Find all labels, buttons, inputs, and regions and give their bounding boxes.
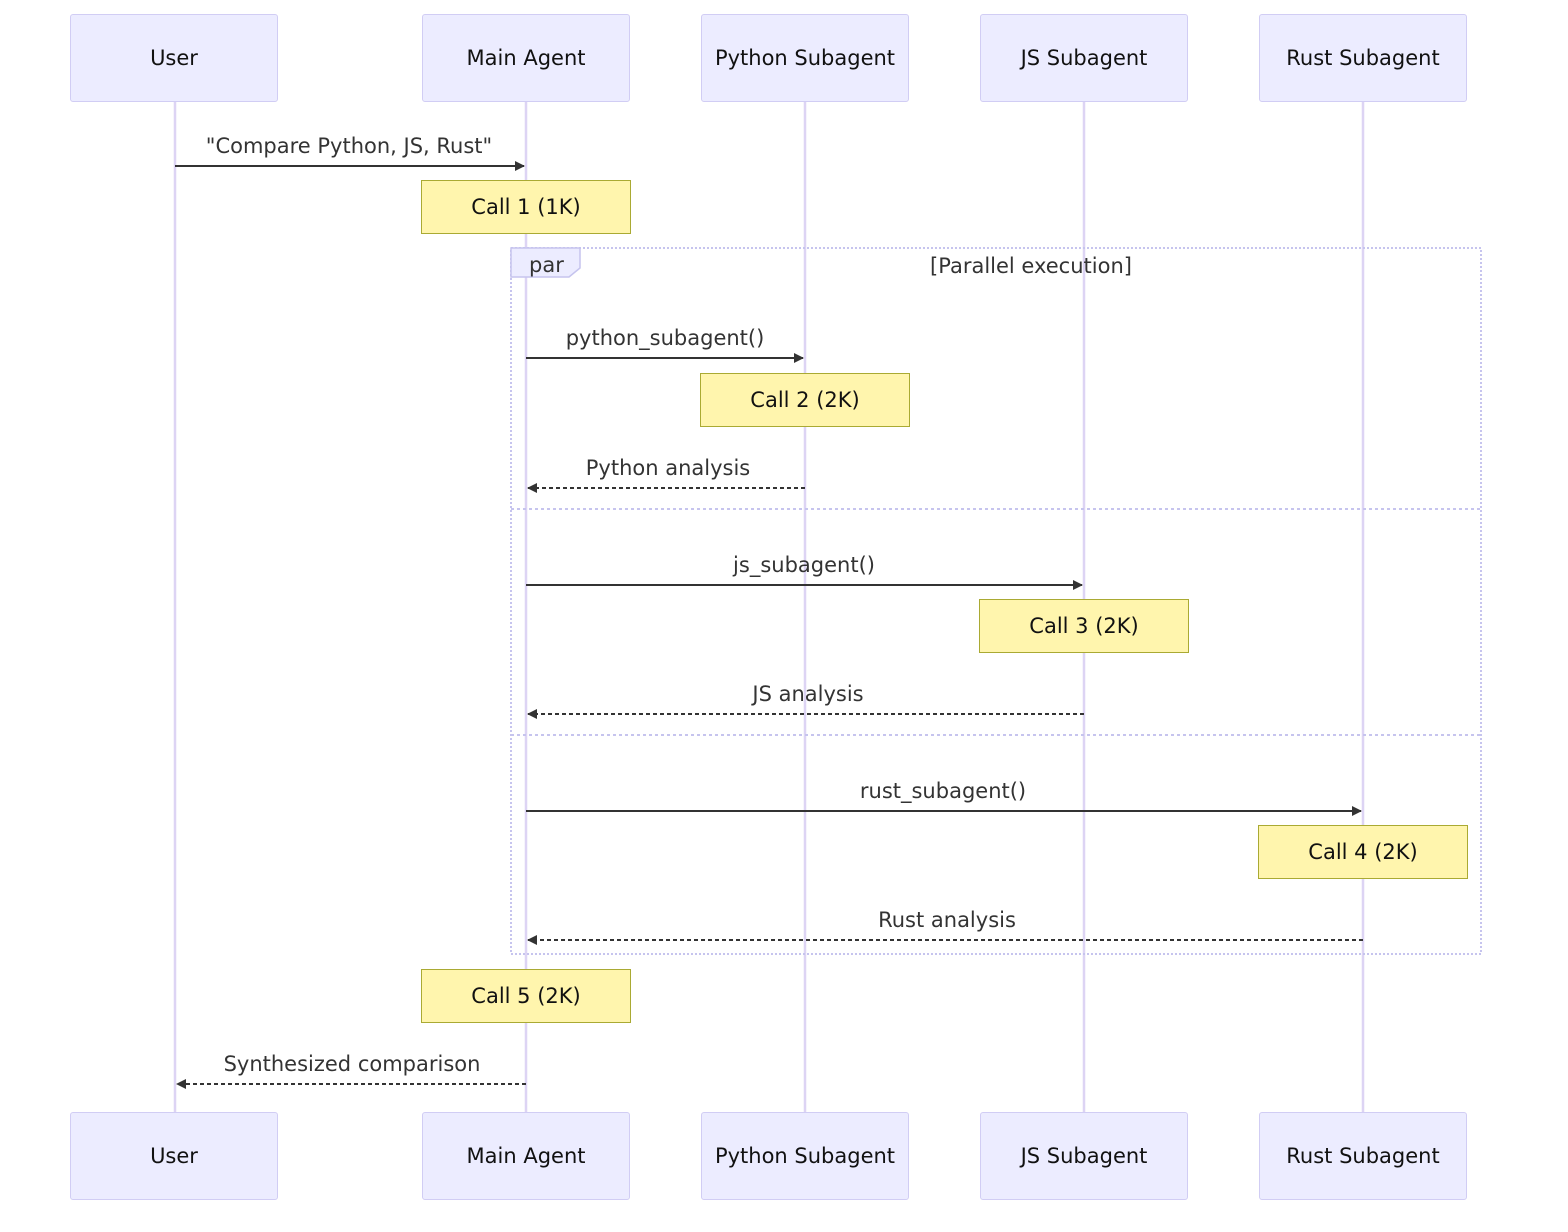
actor-python-subagent-top: Python Subagent	[701, 14, 909, 102]
message-label-js-call: js_subagent()	[732, 553, 875, 578]
par-fragment: par [Parallel execution]	[510, 247, 1482, 955]
message-label-request: "Compare Python, JS, Rust"	[206, 134, 492, 158]
actor-label: JS Subagent	[1020, 1144, 1148, 1168]
actor-label: Python Subagent	[714, 46, 896, 70]
par-fragment-frame	[510, 247, 1482, 955]
message-labels: "Compare Python, JS, Rust" python_subage…	[206, 134, 1026, 1076]
note-call-5: Call 5 (2K)	[421, 969, 631, 1023]
actor-label: User	[150, 1144, 198, 1168]
actor-main-agent-bottom: Main Agent	[422, 1112, 630, 1200]
par-condition: [Parallel execution]	[930, 254, 1132, 278]
actor-label: Python Subagent	[714, 1144, 896, 1168]
actor-label: Main Agent	[466, 1144, 586, 1168]
note-call-3: Call 3 (2K)	[979, 599, 1189, 653]
message-label-rust-call: rust_subagent()	[860, 779, 1026, 804]
message-label-js-return: JS analysis	[750, 682, 863, 706]
actor-main-agent-top: Main Agent	[422, 14, 630, 102]
par-keyword: par	[529, 253, 564, 277]
note-call-1: Call 1 (1K)	[421, 180, 631, 234]
actor-js-subagent-bottom: JS Subagent	[980, 1112, 1188, 1200]
actor-label: Main Agent	[466, 46, 586, 70]
messages	[175, 161, 1363, 1089]
actor-js-subagent-top: JS Subagent	[980, 14, 1188, 102]
message-label-rust-return: Rust analysis	[878, 908, 1016, 932]
note-label: Call 1 (1K)	[471, 195, 581, 219]
note-label: Call 4 (2K)	[1308, 840, 1418, 864]
note-label: Call 5 (2K)	[471, 984, 581, 1008]
actor-python-subagent-bottom: Python Subagent	[701, 1112, 909, 1200]
message-label-python-return: Python analysis	[586, 456, 751, 480]
actor-user-bottom: User	[70, 1112, 278, 1200]
note-call-2: Call 2 (2K)	[700, 373, 910, 427]
par-fragment-label-box	[510, 247, 581, 278]
note-label: Call 2 (2K)	[750, 388, 860, 412]
message-label-final-response: Synthesized comparison	[224, 1052, 481, 1076]
note-label: Call 3 (2K)	[1029, 614, 1139, 638]
actor-label: User	[150, 46, 198, 70]
note-call-4: Call 4 (2K)	[1258, 825, 1468, 879]
actor-label: Rust Subagent	[1286, 1144, 1440, 1168]
actor-rust-subagent-bottom: Rust Subagent	[1259, 1112, 1467, 1200]
message-label-python-call: python_subagent()	[566, 326, 765, 351]
actor-label: Rust Subagent	[1286, 46, 1440, 70]
actor-user-top: User	[70, 14, 278, 102]
actor-label: JS Subagent	[1020, 46, 1148, 70]
actor-rust-subagent-top: Rust Subagent	[1259, 14, 1467, 102]
